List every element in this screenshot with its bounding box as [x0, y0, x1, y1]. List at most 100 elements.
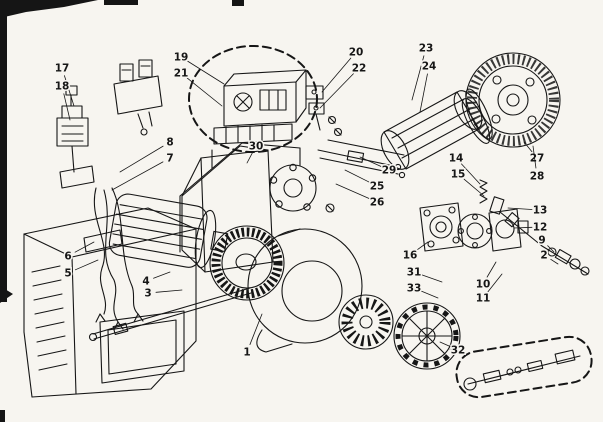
part-label-17: 17 — [55, 63, 70, 75]
leader-line-19 — [187, 60, 225, 85]
leader-line-8 — [119, 145, 164, 173]
leader-line-21 — [186, 77, 223, 107]
leader-line-30 — [246, 152, 253, 164]
leader-line-17 — [64, 75, 75, 107]
leader-line-25 — [344, 169, 371, 183]
leader-line-6 — [74, 241, 95, 253]
part-label-28: 28 — [530, 171, 545, 183]
rod-union — [112, 322, 129, 335]
part-label-11: 11 — [476, 293, 491, 305]
service-kit-callout — [455, 335, 593, 399]
coupling — [457, 213, 493, 249]
screw — [333, 127, 343, 137]
air-housing — [247, 228, 363, 353]
leader-line-1 — [249, 313, 263, 345]
pump-port — [517, 220, 529, 234]
chassis-opening-inner — [107, 319, 177, 375]
cone-collar — [465, 88, 493, 140]
cone-hole — [492, 75, 502, 85]
flange-gasket — [269, 163, 317, 212]
part-label-15: 15 — [451, 169, 466, 181]
part-label-22: 22 — [352, 63, 367, 75]
screw — [327, 115, 337, 125]
scan-bottom-mark — [0, 410, 5, 422]
fan-hub — [235, 253, 257, 271]
oil-line-rod — [88, 287, 252, 342]
cone-ribs — [467, 54, 559, 146]
part-label-1: 1 — [243, 347, 250, 359]
part-label-19: 19 — [174, 52, 189, 64]
leader-line-28 — [532, 145, 537, 169]
leader-line-22 — [319, 73, 354, 109]
vent-slot — [34, 307, 64, 315]
spring-and-fittings — [479, 179, 543, 247]
head-spokes — [401, 310, 453, 362]
scan-top-mark — [104, 0, 138, 5]
terminal-strip — [213, 123, 293, 145]
part-label-16: 16 — [403, 250, 418, 262]
part-label-24: 24 — [422, 61, 437, 73]
control-box — [223, 69, 307, 127]
part-label-10: 10 — [476, 279, 491, 291]
leader-line-4 — [153, 271, 171, 279]
part-label-5: 5 — [64, 268, 71, 280]
leader-line-5 — [74, 259, 99, 271]
leader-line-31 — [421, 274, 443, 283]
pump-assembly — [419, 202, 529, 252]
pump-block — [113, 59, 163, 136]
bolt-hole — [289, 163, 297, 172]
bolt-hole — [303, 203, 311, 211]
vent-slot — [31, 265, 61, 273]
leader-line-11 — [487, 273, 503, 293]
leader-line-32 — [439, 341, 452, 348]
wire-fork-terminal — [133, 313, 144, 323]
solenoid-valve — [56, 85, 95, 189]
vent-slot — [33, 293, 63, 301]
bolt-hole — [269, 176, 278, 184]
part-label-2: 2 — [540, 250, 547, 262]
scan-artifacts — [0, 0, 244, 422]
switch-bracket — [305, 85, 325, 131]
cone-hole — [491, 114, 501, 124]
screws — [325, 115, 343, 213]
vent-slot — [35, 321, 65, 329]
part-label-21: 21 — [174, 68, 189, 80]
chassis-bracket — [83, 229, 123, 253]
valve-base — [59, 165, 95, 189]
part-label-29: 29 — [382, 165, 397, 177]
leader-line-20 — [321, 57, 352, 93]
leader-line-33 — [420, 290, 439, 299]
cone-hole — [527, 115, 537, 125]
motor-fins — [112, 204, 204, 260]
mounting-plate — [181, 145, 274, 273]
leader-line-26 — [335, 183, 371, 200]
part-label-31: 31 — [407, 267, 422, 279]
part-label-33: 33 — [407, 283, 422, 295]
service-kit-parts — [463, 349, 581, 391]
wire-harness — [93, 187, 144, 331]
combustion-head — [393, 302, 461, 370]
head-rim-slots — [395, 304, 459, 368]
leader-line-10 — [486, 261, 497, 278]
leader-line-18 — [63, 93, 71, 121]
leader-line-24 — [419, 73, 428, 113]
scan-top-mark — [232, 0, 244, 6]
louver-slots — [341, 297, 391, 347]
service-kit — [455, 335, 593, 399]
part-label-6: 6 — [64, 251, 71, 263]
leader-line-3 — [155, 289, 183, 293]
leader-line-16 — [416, 241, 429, 251]
leader-line-9 — [547, 245, 555, 253]
leader-line-7 — [111, 161, 164, 191]
coil-cartridge — [119, 63, 134, 82]
leader-line-23 — [411, 55, 425, 101]
leader-line-12 — [513, 226, 533, 229]
part-label-20: 20 — [349, 47, 364, 59]
part-label-30: 30 — [249, 141, 264, 153]
wire-fork-terminal — [113, 321, 124, 331]
part-label-9: 9 — [538, 235, 545, 247]
part-label-23: 23 — [419, 43, 434, 55]
part-label-8: 8 — [166, 137, 173, 149]
